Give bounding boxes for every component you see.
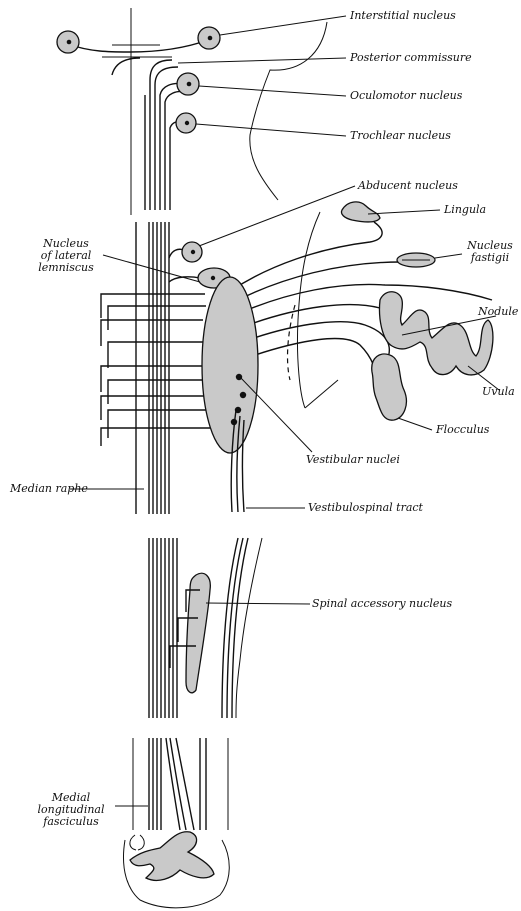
spinal-accessory-nucleus-shape: [186, 573, 210, 693]
nucleus-lateral-lemniscus-label-line3: lemniscus: [28, 262, 104, 274]
nodule-label: Nodule: [478, 306, 518, 318]
cord-gray-matter-shape: [130, 832, 214, 881]
lingula-shape: [341, 202, 380, 222]
nucleus-fastigii-label: Nucleus fastigii: [460, 240, 520, 264]
trochlear-nucleus-label: Trochlear nucleus: [350, 130, 451, 142]
oculomotor-nucleus-label: Oculomotor nucleus: [350, 90, 462, 102]
uvula-label: Uvula: [482, 386, 515, 398]
nucleus-fastigii-label-line2: fastigii: [460, 252, 520, 264]
lower-cord-section: [115, 738, 229, 908]
vestibular-nuclei-label: Vestibular nuclei: [306, 454, 400, 466]
midbrain-section: [57, 8, 346, 215]
median-raphe-label: Median raphe: [10, 483, 88, 495]
lingula-label: Lingula: [444, 204, 486, 216]
posterior-commissure-label: Posterior commissure: [350, 52, 472, 64]
abducent-nucleus-label: Abducent nucleus: [358, 180, 458, 192]
flocculus-shape: [372, 354, 407, 420]
vestibulospinal-tract-label: Vestibulospinal tract: [308, 502, 423, 514]
mlf-label-line3: fasciculus: [28, 816, 114, 828]
pons-section: [70, 186, 499, 514]
flocculus-label: Flocculus: [436, 424, 489, 436]
interstitial-nucleus-label: Interstitial nucleus: [350, 10, 456, 22]
spinal-accessory-nucleus-label: Spinal accessory nucleus: [312, 598, 452, 610]
nucleus-lateral-lemniscus-label: Nucleus of lateral lemniscus: [28, 238, 104, 274]
mlf-label: Medial longitudinal fasciculus: [28, 792, 114, 828]
vestibular-nuclei-shape: [202, 277, 258, 453]
cervical-section: [149, 538, 310, 718]
